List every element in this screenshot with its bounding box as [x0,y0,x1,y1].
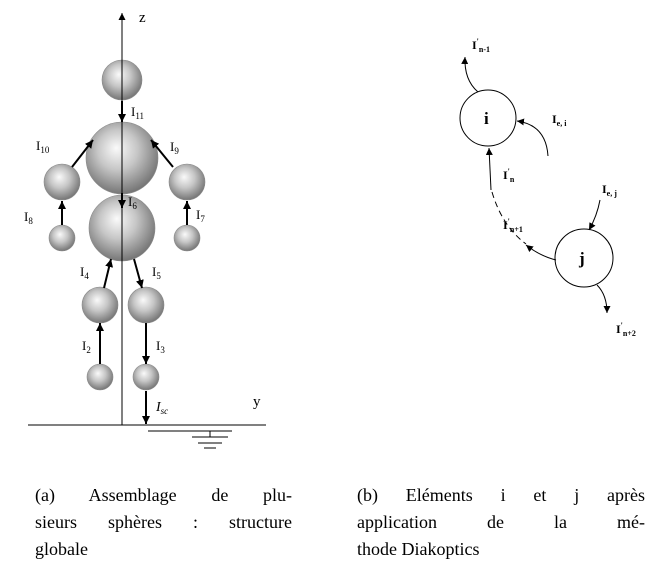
figure-a-sphere-assembly: z y I11 I10 I9 I8 I7 I6 I4 I5 I2 [24,10,266,449]
caption-a-line-3: globale [35,539,88,559]
current-arrow-i9 [150,139,174,168]
ground-symbol [148,430,232,449]
branch-arrow-n [485,147,493,191]
node-j-circle [554,228,614,288]
sphere-left-upper-arm [43,163,81,201]
current-arrow-i10 [71,139,94,168]
current-arrow-i5 [133,258,144,289]
figure-canvas: z y I11 I10 I9 I8 I7 I6 I4 I5 I2 [24,10,636,449]
caption-b-line-3: thode Diakoptics [357,539,480,559]
branch-arrow-n-plus-1 [525,244,557,261]
caption-a-line-1: (a) Assemblage de plu- [35,485,292,505]
current-label-isc: Isc [155,400,168,416]
sphere-right-hand [173,224,201,252]
current-label-i10: I10 [36,138,50,155]
sphere-right-foot [132,363,160,391]
sphere-right-knee [127,286,165,324]
caption-a: (a) Assemblage de plu- sieurs sphères : … [35,482,292,563]
current-label-i3: I3 [156,338,165,355]
current-label-n-plus-2: I'n+2 [616,321,636,338]
node-j-label: j [578,249,585,268]
current-label-e-j: Ie, j [602,182,617,198]
caption-b: (b) Eléments i et j après application de… [357,482,645,563]
current-label-n: I'n [503,167,515,184]
sphere-left-hand [48,224,76,252]
current-label-i6: I6 [128,194,137,211]
current-label-i5: I5 [152,264,161,281]
sphere-left-knee [81,286,119,324]
current-label-n-minus-1: I'n-1 [472,37,490,54]
caption-a-line-2: sieurs sphères : structure [35,512,292,532]
y-axis-label: y [253,394,261,410]
branch-arrow-n-plus-2 [596,284,611,314]
z-axis-label: z [139,10,146,26]
current-label-i8: I8 [24,209,33,226]
current-label-e-i: Ie, i [552,112,567,128]
branch-arrow-e-j [588,199,601,231]
branch-arrow-n-minus-1 [461,56,479,93]
current-label-i11: I11 [131,104,144,121]
sphere-left-foot [86,363,114,391]
caption-b-line-1: (b) Eléments i et j après [357,485,645,505]
current-label-i7: I7 [196,207,205,224]
node-i-label: i [484,109,489,128]
branch-dashed-link [491,191,527,245]
caption-b-line-2: application de la mé- [357,512,645,532]
sphere-right-upper-arm [168,163,206,201]
current-label-i2: I2 [82,338,91,355]
current-label-n-plus-1: I'n+1 [503,217,523,234]
current-label-i9: I9 [170,139,179,156]
current-label-i4: I4 [80,264,89,281]
node-i-circle [459,89,517,147]
current-arrow-i4 [103,258,114,289]
branch-arrow-e-i [516,118,549,157]
figure-b-diakoptics: i j I'n-1 Ie, i I'n Ie, j I'n+1 I'n+2 [459,37,636,338]
